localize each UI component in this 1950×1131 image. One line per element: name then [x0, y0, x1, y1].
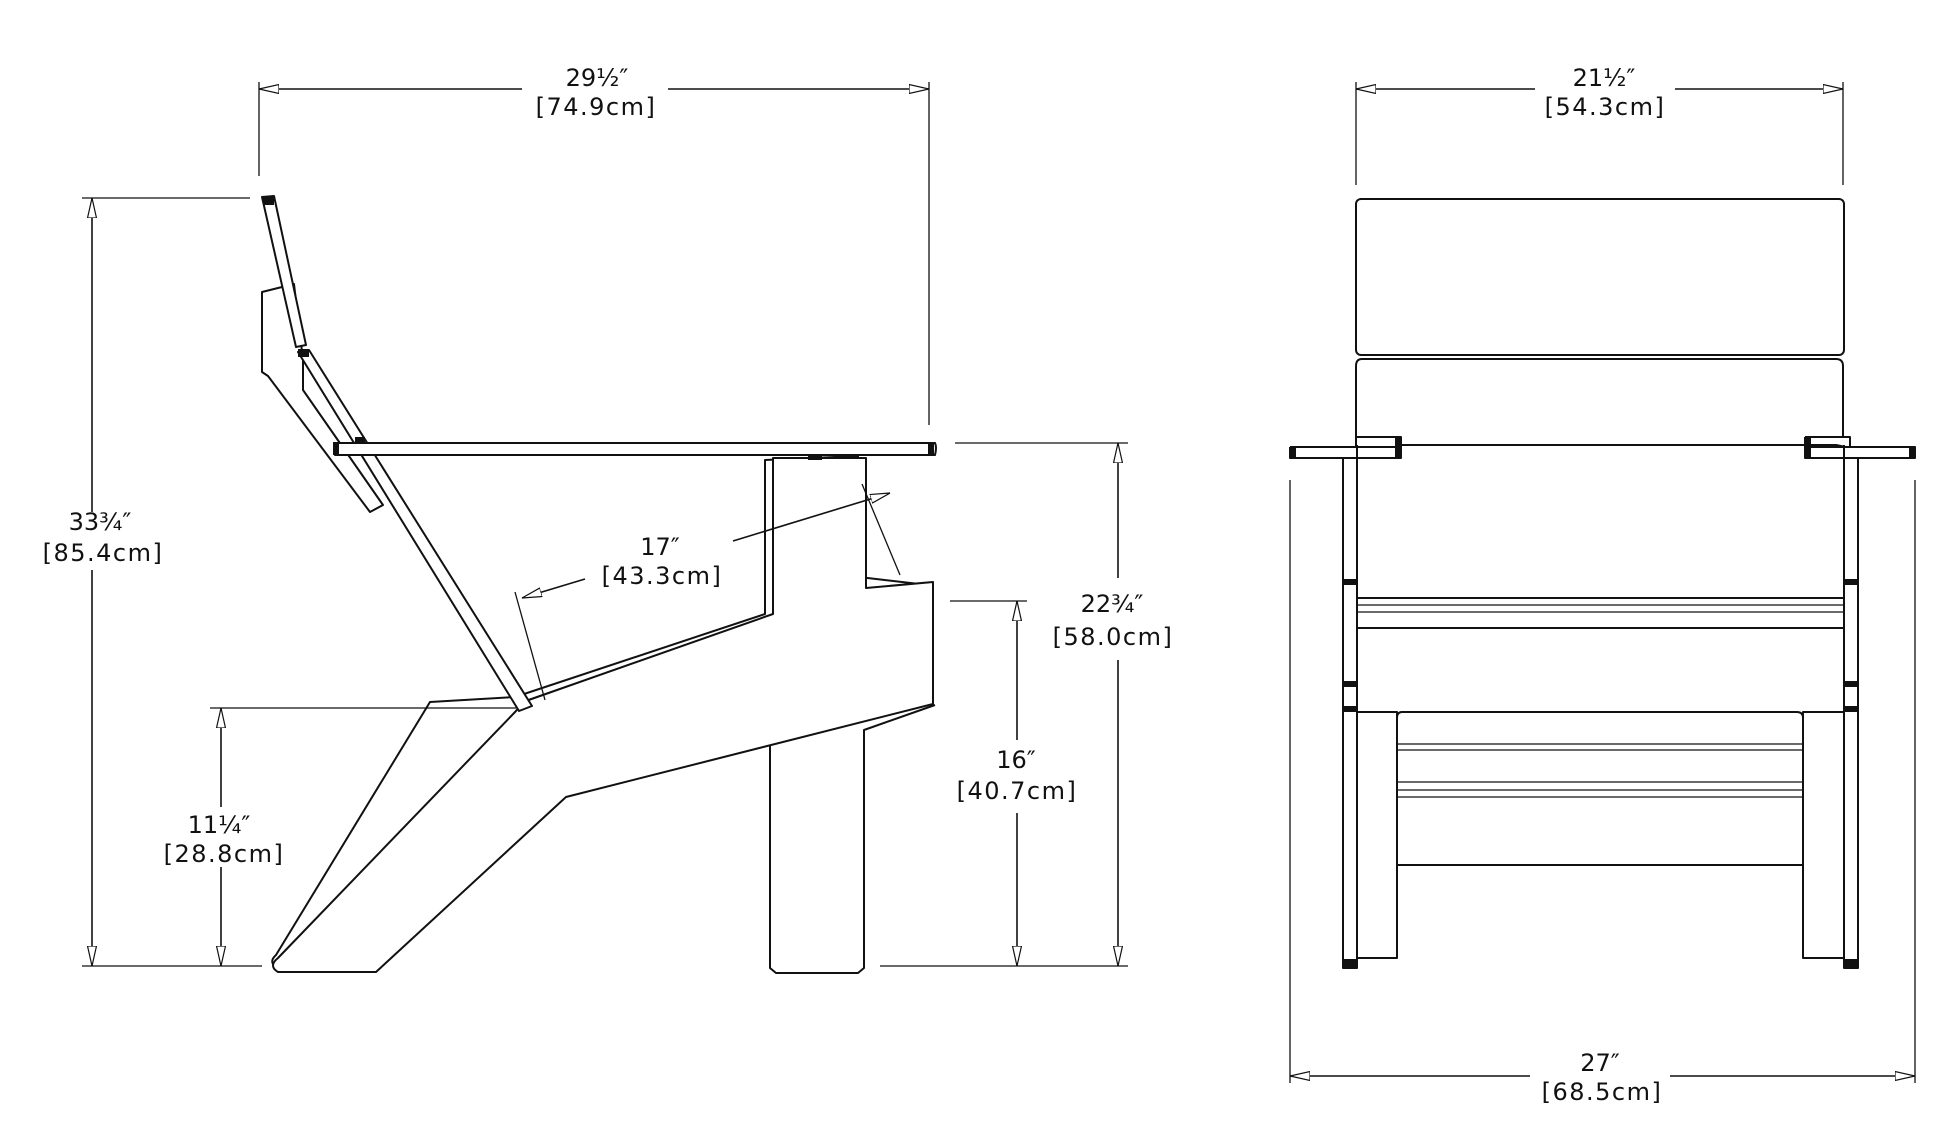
front-leg-left: [1342, 457, 1358, 969]
side-backrest-lower: [297, 349, 533, 712]
front-armrest-left: [1289, 436, 1402, 459]
front-backrest-lower: [1355, 358, 1844, 446]
overall-depth-imperial: 29½″: [566, 64, 629, 92]
seat-depth-imperial: 17″: [640, 533, 680, 561]
front-dimension-lines: [1289, 82, 1916, 1083]
side-armrest: [334, 442, 937, 456]
front-armrest-right: [1804, 436, 1916, 459]
overall-height-metric: [85.4cm]: [43, 539, 164, 567]
side-view: [261, 195, 937, 974]
side-back-bracket: [261, 283, 384, 513]
seat-front-height-metric: [40.7cm]: [957, 777, 1078, 805]
front-lower-seat: [1396, 711, 1804, 866]
overall-height-imperial: 33¾″: [69, 508, 132, 536]
side-backrest-upper: [261, 195, 307, 348]
seat-depth-metric: [43.3cm]: [602, 562, 723, 590]
front-backrest-upper: [1355, 198, 1845, 356]
overall-depth-metric: [74.9cm]: [536, 93, 657, 121]
arm-height-imperial: 22¾″: [1081, 590, 1144, 618]
side-frame-body: [272, 457, 934, 973]
front-seat-slat: [1356, 597, 1845, 629]
front-view: [1289, 198, 1916, 969]
arm-height-metric: [58.0cm]: [1053, 623, 1174, 651]
back-width-metric: [54.3cm]: [1545, 93, 1666, 121]
front-leg-right: [1843, 457, 1859, 969]
seat-height-metric: [28.8cm]: [164, 840, 285, 868]
seat-front-height-imperial: 16″: [996, 746, 1036, 774]
seat-height-imperial: 11¼″: [188, 811, 251, 839]
back-width-imperial: 21½″: [1573, 64, 1636, 92]
side-dimension-lines: [82, 82, 1128, 967]
overall-width-metric: [68.5cm]: [1542, 1078, 1663, 1106]
overall-width-imperial: 27″: [1580, 1049, 1620, 1077]
